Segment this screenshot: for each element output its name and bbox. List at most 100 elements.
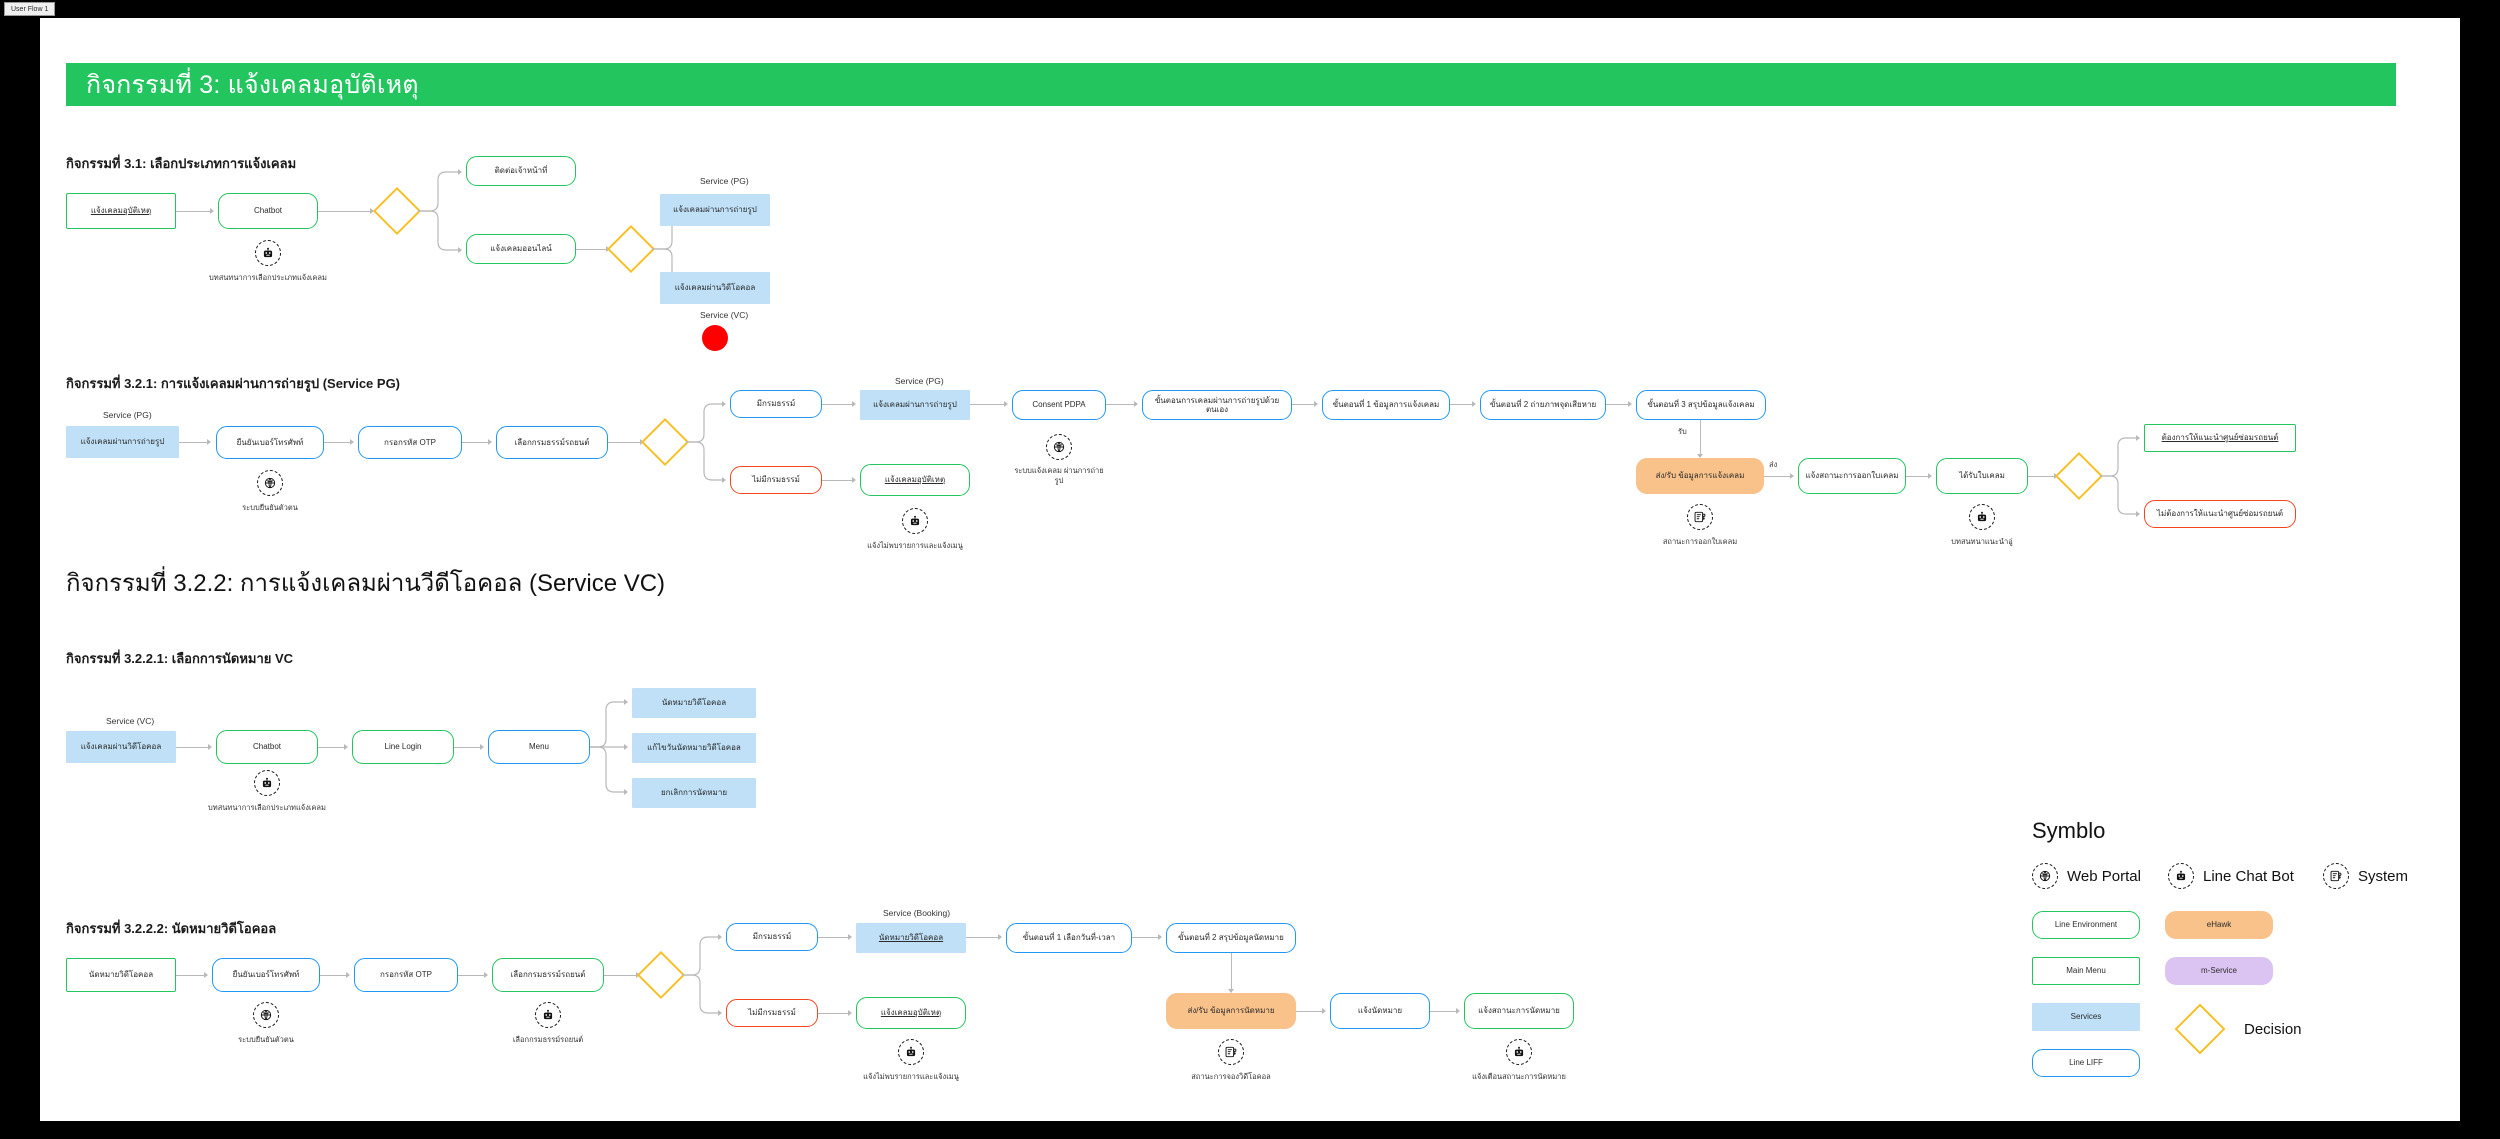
node-step3-321[interactable]: ขั้นตอนที่ 3 สรุปข้อมูลแจ้งเคลม bbox=[1636, 390, 1766, 420]
decision-diamond-2[interactable] bbox=[606, 224, 656, 274]
node-claim-accident-321[interactable]: แจ้งเคลมอุบัติเหตุ bbox=[860, 464, 970, 496]
node-got-claim-321[interactable]: ได้รับใบเคลม bbox=[1936, 458, 2028, 494]
legend-label-line-chat-bot: Line Chat Bot bbox=[2203, 867, 2294, 885]
node-pick-policy-3222[interactable]: เลือกกรมธรรม์รถยนต์ bbox=[492, 958, 604, 992]
node-consent-pdpa[interactable]: Consent PDPA bbox=[1012, 390, 1106, 420]
decision-diamond-1[interactable] bbox=[372, 186, 422, 236]
connector bbox=[176, 747, 208, 749]
arrow-head bbox=[722, 477, 726, 483]
decision-diamond-321[interactable] bbox=[640, 417, 690, 467]
node-no-policy-3222[interactable]: ไม่มีกรมธรรม์ bbox=[726, 999, 818, 1027]
decision-diamond-3222[interactable] bbox=[636, 950, 686, 1000]
node-service-pg2-321[interactable]: แจ้งเคลมผ่านการถ่ายรูป bbox=[860, 390, 970, 420]
caption-send-badge-3222: สถานะการจองวิดีโอคอล bbox=[1191, 1072, 1271, 1081]
arrow-head bbox=[350, 439, 354, 445]
node-no-garage-321[interactable]: ไม่ต้องการให้แนะนำศูนย์ซ่อมรถยนต์ bbox=[2144, 500, 2296, 528]
activity-title-bar: กิจกรรมที่ 3: แจ้งเคลมอุบัติเหตุ bbox=[66, 63, 2396, 106]
legend-label-decision: Decision bbox=[2244, 1021, 2302, 1038]
figjam-canvas[interactable]: กิจกรรมที่ 3: แจ้งเคลมอุบัติเหตุ กิจกรรม… bbox=[40, 18, 2460, 1121]
node-otp-3222[interactable]: กรอกรหัส OTP bbox=[354, 958, 458, 992]
node-send-recv-appt-3222[interactable]: ส่ง/รับ ข้อมูลการนัดหมาย bbox=[1166, 993, 1296, 1029]
arrow-head bbox=[1314, 401, 1318, 407]
caption-chatbot-badge-3221: บทสนทนาการเลือกประเภทแจ้งเคลม bbox=[208, 803, 326, 812]
edge-label-send: ส่ง bbox=[1769, 460, 1778, 469]
heading-3-2-2: กิจกรรมที่ 3.2.2: การแจ้งเคลมผ่านวีดีโอค… bbox=[66, 570, 666, 597]
tab-user-flow-1[interactable]: User Flow 1 bbox=[4, 2, 56, 16]
node-menu-item-cancel[interactable]: ยกเลิกการนัดหมาย bbox=[632, 778, 756, 808]
arrow-head bbox=[1158, 934, 1162, 940]
arrow-head bbox=[1790, 473, 1794, 479]
connector bbox=[1231, 953, 1233, 989]
arrow-head bbox=[998, 934, 1002, 940]
decision-diamond-garage-321[interactable] bbox=[2054, 451, 2104, 501]
caption-claim-badge-321: แจ้งไม่พบรายการและแจ้งเมนู bbox=[867, 541, 963, 550]
node-chatbot-3221[interactable]: Chatbot bbox=[216, 730, 318, 764]
legend-row-system: System bbox=[2323, 863, 2408, 889]
node-verify-phone-3222[interactable]: ยืนยันเบอร์โทรศัพท์ bbox=[212, 958, 320, 992]
node-has-policy-3222[interactable]: มีกรมธรรม์ bbox=[726, 923, 818, 951]
node-service-vc-3221[interactable]: แจ้งเคลมผ่านวิดีโอคอล bbox=[66, 731, 176, 763]
caption-service-pg2-321: Service (PG) bbox=[895, 376, 944, 386]
arrow-head bbox=[1456, 1008, 1460, 1014]
connector-branch bbox=[686, 400, 728, 486]
node-step2-321[interactable]: ขั้นตอนที่ 2 ถ่ายภาพจุดเสียหาย bbox=[1480, 390, 1606, 420]
legend-label-web-portal: Web Portal bbox=[2067, 867, 2141, 885]
node-notify-appt-3222[interactable]: แจ้งนัดหมาย bbox=[1330, 993, 1430, 1029]
node-has-policy-321[interactable]: มีกรมธรรม์ bbox=[730, 390, 822, 418]
connector bbox=[822, 480, 852, 482]
arrow-head bbox=[624, 744, 628, 750]
arrow-head bbox=[484, 972, 488, 978]
caption-status-badge-3222: แจ้งเตือนสถานะการนัดหมาย bbox=[1472, 1072, 1566, 1081]
node-claim-accident-3222[interactable]: แจ้งเคลมอุบัติเหตุ bbox=[856, 997, 966, 1029]
connector bbox=[324, 442, 350, 444]
node-verify-phone-321[interactable]: ยืนยันเบอร์โทรศัพท์ bbox=[216, 426, 324, 459]
cursor-indicator bbox=[702, 325, 728, 351]
node-chatbot-31[interactable]: Chatbot bbox=[218, 193, 318, 229]
node-pick-policy-321[interactable]: เลือกกรมธรรม์รถยนต์ bbox=[496, 426, 608, 459]
legend-decision-diamond bbox=[2174, 1003, 2226, 1055]
node-notify-appt-status-3222[interactable]: แจ้งสถานะการนัดหมาย bbox=[1464, 993, 1574, 1029]
legend-chip-ehawk: eHawk bbox=[2165, 911, 2273, 939]
caption-service-vc-31: Service (VC) bbox=[700, 310, 749, 320]
node-step1-321[interactable]: ขั้นตอนที่ 1 ข้อมูลการแจ้งเคลม bbox=[1322, 390, 1450, 420]
node-step1-3222[interactable]: ขั้นตอนที่ 1 เลือกวันที่-เวลา bbox=[1006, 923, 1132, 953]
node-start-vc-appt[interactable]: นัดหมายวิดีโอคอล bbox=[66, 958, 176, 992]
node-menu-item-appointment[interactable]: นัดหมายวิดีโอคอล bbox=[632, 688, 756, 718]
node-service-pg-31[interactable]: แจ้งเคลมผ่านการถ่ายรูป bbox=[660, 194, 770, 226]
web-portal-icon bbox=[1046, 434, 1072, 460]
node-service-booking-3222[interactable]: นัดหมายวิดีโอคอล bbox=[856, 923, 966, 953]
node-step2-3222[interactable]: ขั้นตอนที่ 2 สรุปข้อมูลนัดหมาย bbox=[1166, 923, 1296, 953]
connector bbox=[576, 249, 606, 251]
node-send-recv-claim-321[interactable]: ส่ง/รับ ข้อมูลการแจ้งเคลม bbox=[1636, 458, 1764, 494]
node-self-steps-321[interactable]: ขั้นตอนการเคลมผ่านการถ่ายรูปด้วยตนเอง bbox=[1142, 390, 1292, 420]
node-want-garage-321[interactable]: ต้องการให้แนะนำศูนย์ซ่อมรถยนต์ bbox=[2144, 424, 2296, 452]
caption-service-booking-3222: Service (Booking) bbox=[883, 908, 951, 918]
node-notify-claim-status-321[interactable]: แจ้งสถานะการออกใบเคลม bbox=[1798, 458, 1906, 494]
node-line-login-3221[interactable]: Line Login bbox=[352, 730, 454, 764]
connector bbox=[608, 442, 640, 444]
caption-service-vc-3221: Service (VC) bbox=[106, 716, 155, 726]
node-no-policy-321[interactable]: ไม่มีกรมธรรม์ bbox=[730, 466, 822, 494]
system-icon bbox=[2323, 863, 2349, 889]
arrow-head bbox=[2136, 511, 2140, 517]
node-service-pg-start[interactable]: แจ้งเคลมผ่านการถ่ายรูป bbox=[66, 426, 179, 458]
connector bbox=[966, 937, 998, 939]
arrow-head bbox=[606, 246, 610, 252]
line-chat-bot-icon bbox=[2168, 863, 2194, 889]
node-otp-321[interactable]: กรอกรหัส OTP bbox=[358, 426, 462, 459]
legend-chip-line-environment: Line Environment bbox=[2032, 911, 2140, 939]
legend-row-line-chat-bot: Line Chat Bot bbox=[2168, 863, 2294, 889]
caption-got-badge-321: บทสนทนาแนะนำอู่ bbox=[1951, 537, 2013, 546]
node-service-vc-31[interactable]: แจ้งเคลมผ่านวิดีโอคอล bbox=[660, 272, 770, 304]
caption-consent-badge-321: ระบบแจ้งเคลม ผ่านการถ่ายรูป bbox=[1014, 466, 1104, 485]
node-menu-3221[interactable]: Menu bbox=[488, 730, 590, 764]
node-menu-item-edit[interactable]: แก้ไขวันนัดหมายวิดีโอคอล bbox=[632, 733, 756, 763]
line-chat-bot-icon bbox=[898, 1039, 924, 1065]
arrow-head bbox=[370, 208, 374, 214]
node-claim-online[interactable]: แจ้งเคลมออนไลน์ bbox=[466, 234, 576, 264]
arrow-head bbox=[480, 744, 484, 750]
node-start-claim[interactable]: แจ้งเคลมอุบัติเหตุ bbox=[66, 193, 176, 229]
caption-policy-badge-3222: เลือกกรมธรรม์รถยนต์ bbox=[512, 1035, 584, 1044]
connector bbox=[318, 747, 344, 749]
node-contact-staff[interactable]: ติดต่อเจ้าหน้าที่ bbox=[466, 156, 576, 186]
